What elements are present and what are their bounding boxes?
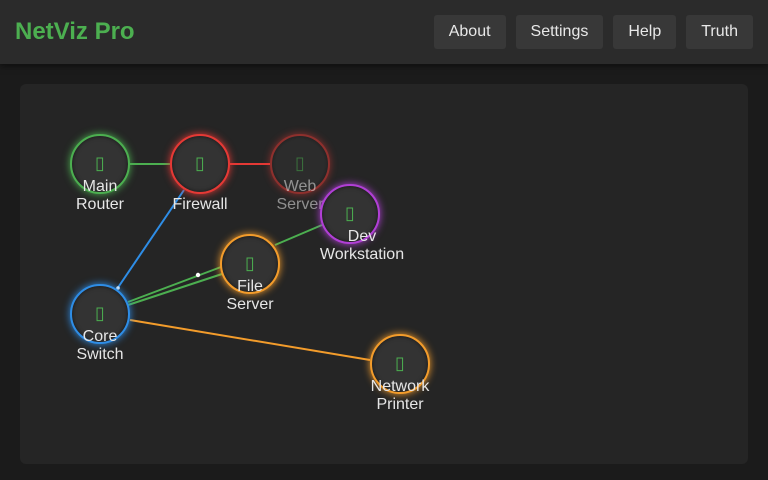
help-button[interactable]: Help [613,15,677,49]
node-label-web-server: Web Server [276,178,324,213]
node-web-server[interactable]: ▯ [270,134,330,194]
link-firewall-core-switch[interactable] [116,189,185,290]
file-server-icon: ▯ [245,253,255,274]
node-label-file-server: File Server [226,278,274,313]
about-button[interactable]: About [433,15,506,49]
link-handle[interactable] [195,272,201,278]
node-file-server[interactable]: ▯ [220,234,280,294]
node-label-firewall: Firewall [172,196,228,213]
link-core-switch-file-server-a[interactable] [127,266,222,303]
node-dev-workstation[interactable]: ▯ [320,184,380,244]
router-icon: ▯ [95,153,105,174]
truth-button[interactable]: Truth [686,15,753,49]
link-core-switch-file-server-b[interactable] [127,273,223,306]
settings-button[interactable]: Settings [515,15,604,49]
node-network-printer[interactable]: ▯ [370,334,430,394]
workstation-icon: ▯ [345,203,355,224]
node-label-dev-workstation: Dev Workstation [319,228,405,263]
top-bar: NetViz Pro About Settings Help Truth [0,0,768,64]
printer-icon: ▯ [395,353,405,374]
switch-icon: ▯ [95,303,105,324]
node-main-router[interactable]: ▯ [70,134,130,194]
node-label-network-printer: Network Printer [370,378,430,413]
server-icon: ▯ [295,153,305,174]
network-canvas[interactable] [20,84,748,464]
node-label-main-router: Main Router [75,178,125,213]
link-file-server-dev-workstation[interactable] [274,224,323,246]
node-label-core-switch: Core Switch [76,328,124,363]
node-core-switch[interactable]: ▯ [70,284,130,344]
node-firewall[interactable]: ▯ [170,134,230,194]
firewall-icon: ▯ [195,153,205,174]
top-nav: About Settings Help Truth [433,15,753,49]
app-title: NetViz Pro [15,18,135,45]
link-core-switch-network-printer[interactable] [129,319,371,361]
